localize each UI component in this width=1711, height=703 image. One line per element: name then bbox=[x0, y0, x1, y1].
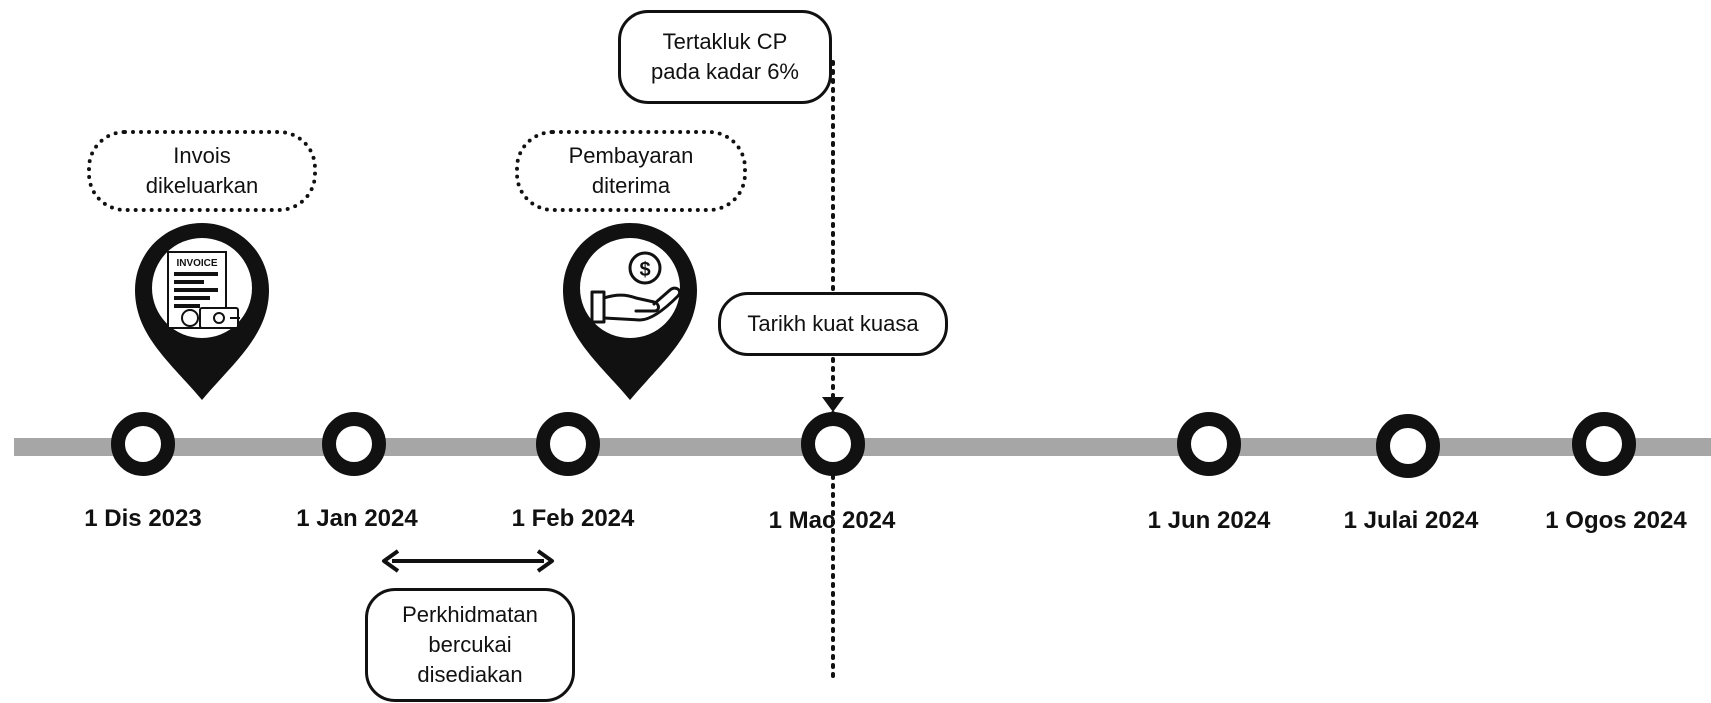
marker-ring-feb-2024 bbox=[536, 412, 600, 476]
effective-date-text: Tarikh kuat kuasa bbox=[747, 311, 919, 336]
invoice-icon-label: INVOICE bbox=[176, 258, 217, 269]
invoice-issued-text: Invois dikeluarkan bbox=[145, 143, 259, 198]
marker-ring-julai-2024 bbox=[1376, 414, 1440, 478]
hand-money-icon: $ bbox=[590, 251, 682, 324]
invoice-issued-callout: Invois dikeluarkan bbox=[87, 130, 317, 212]
service-period-arrow bbox=[382, 549, 554, 573]
timeline-markers bbox=[111, 412, 1636, 478]
marker-ring-dis-2023 bbox=[111, 412, 175, 476]
date-label-jan-2024: 1 Jan 2024 bbox=[296, 505, 418, 532]
date-label-julai-2024: 1 Julai 2024 bbox=[1343, 507, 1479, 534]
date-label-dis-2023: 1 Dis 2023 bbox=[84, 505, 202, 532]
marker-ring-ogos-2024 bbox=[1572, 412, 1636, 476]
subject-to-cp-callout: Tertakluk CP pada kadar 6% bbox=[618, 10, 832, 104]
effective-date-arrowhead bbox=[822, 397, 844, 412]
payment-icon-symbol: $ bbox=[639, 259, 650, 281]
subject-to-cp-text: Tertakluk CP pada kadar 6% bbox=[651, 29, 799, 84]
marker-ring-mac-2024 bbox=[801, 412, 865, 476]
payment-received-text: Pembayaran diterima bbox=[568, 143, 694, 198]
taxable-service-text: Perkhidmatan bercukai disediakan bbox=[402, 602, 538, 687]
taxable-service-callout: Perkhidmatan bercukai disediakan bbox=[365, 588, 575, 702]
marker-ring-jun-2024 bbox=[1177, 412, 1241, 476]
invoice-icon: INVOICE bbox=[167, 251, 240, 329]
payment-pin: $ bbox=[563, 223, 697, 400]
date-label-ogos-2024: 1 Ogos 2024 bbox=[1545, 507, 1687, 534]
payment-received-callout: Pembayaran diterima bbox=[515, 130, 747, 212]
invoice-pin: INVOICE bbox=[135, 223, 269, 400]
marker-ring-jan-2024 bbox=[322, 412, 386, 476]
effective-date-callout: Tarikh kuat kuasa bbox=[718, 292, 948, 356]
date-label-mac-2024: 1 Mac 2024 bbox=[768, 507, 896, 534]
date-label-jun-2024: 1 Jun 2024 bbox=[1147, 507, 1271, 534]
date-label-feb-2024: 1 Feb 2024 bbox=[511, 505, 635, 532]
